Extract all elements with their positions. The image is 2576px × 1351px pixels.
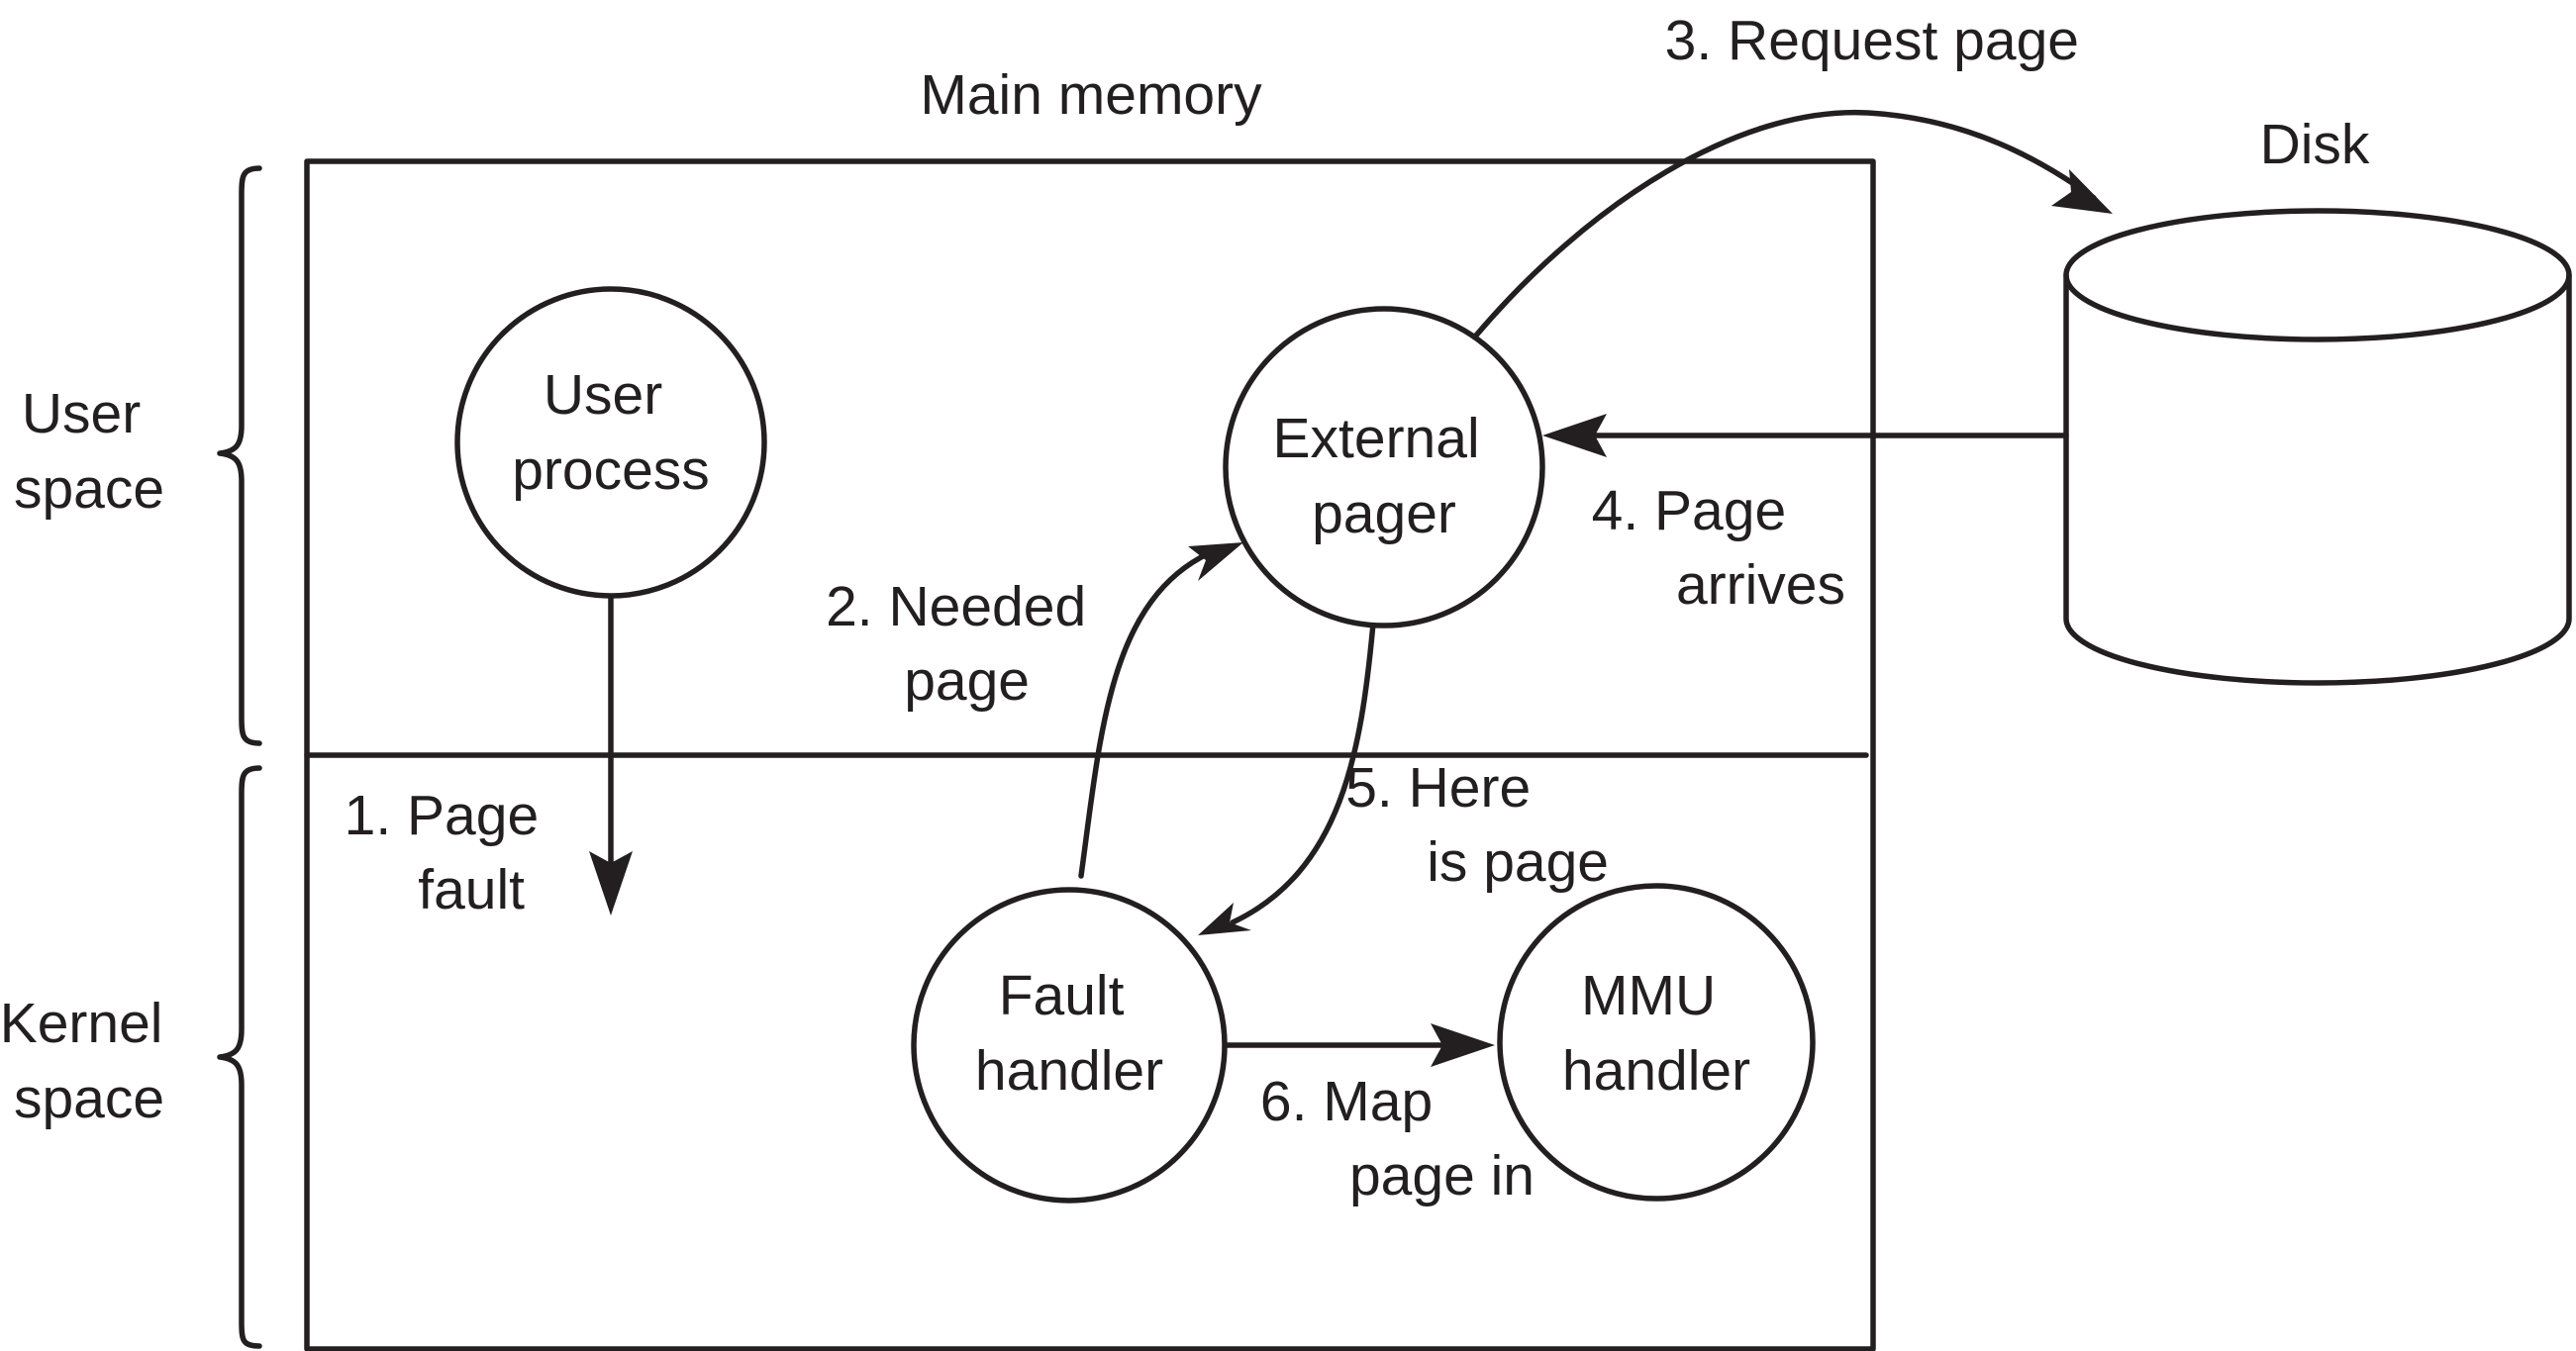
needed-page-arrowhead [1188,542,1243,581]
disk-label: Disk [2260,113,2370,176]
user-process-label: User process [512,363,710,502]
fault-handler-label: Fault handler [975,964,1163,1103]
step-5-label: 5. Here is page [1345,756,1609,894]
step-2-label: 2. Needed page [826,575,1102,713]
external-pager-label: External pager [1273,407,1496,545]
here-is-page-arrow [1230,621,1376,925]
step-6-label: 6. Map page in [1260,1070,1535,1207]
here-is-page-arrowhead [1198,903,1251,935]
map-page-in-arrowhead [1431,1023,1495,1067]
mmu-handler-label: MMU handler [1562,964,1750,1103]
page-fault-arrowhead [589,851,633,916]
mmu-handler-node [1497,883,1816,1202]
external-pager-node [1223,306,1545,628]
kernel-space-label: Kernel space [0,992,178,1130]
needed-page-arrow [1078,546,1221,879]
main-memory-label: Main memory [920,63,1262,127]
request-page-arrow [1472,109,2097,339]
page-arrives-arrowhead [1542,414,1607,457]
kernel-space-brace [217,765,262,1349]
user-process-node [454,286,767,599]
step-1-label: 1. Page fault [345,784,554,921]
request-page-arrowhead [2051,169,2113,214]
user-space-label: User space [14,382,164,521]
disk-cylinder-body [2063,272,2572,686]
step-3-label: 3. Request page [1665,9,2079,72]
user-space-brace [217,165,262,746]
step-4-label: 4. Page arrives [1592,479,1845,617]
disk-cylinder-top [2063,208,2572,342]
fault-handler-node [911,887,1228,1204]
